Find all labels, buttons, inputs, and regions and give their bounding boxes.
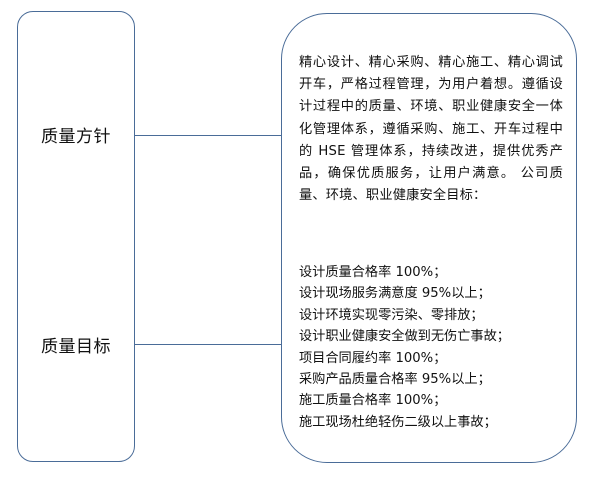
quality-policy-label: 质量方针 <box>41 127 111 147</box>
target-item: 设计职业健康安全做到无伤亡事故； <box>299 329 510 345</box>
quality-target-list: 设计质量合格率 100%； 设计现场服务满意度 95%以上； 设计环境实现零污染… <box>299 262 569 433</box>
quality-target-label: 质量目标 <box>41 337 111 357</box>
target-connector-line <box>135 344 281 345</box>
left-category-box <box>17 11 135 462</box>
target-item: 设计环境实现零污染、零排放； <box>299 307 484 323</box>
quality-policy-text: 精心设计、精心采购、精心施工、精心调试开车，严格过程管理，为用户着想。遵循设计过… <box>299 55 563 204</box>
target-item: 设计现场服务满意度 95%以上； <box>299 286 491 302</box>
target-item: 施工质量合格率 100%； <box>299 393 447 409</box>
target-item: 采购产品质量合格率 95%以上； <box>299 372 491 388</box>
right-content-box <box>281 13 577 463</box>
policy-connector-line <box>135 135 281 136</box>
target-item: 施工现场杜绝轻伤二级以上事故； <box>299 414 497 430</box>
target-item: 设计质量合格率 100%； <box>299 265 447 280</box>
target-item: 项目合同履约率 100%； <box>299 350 447 366</box>
